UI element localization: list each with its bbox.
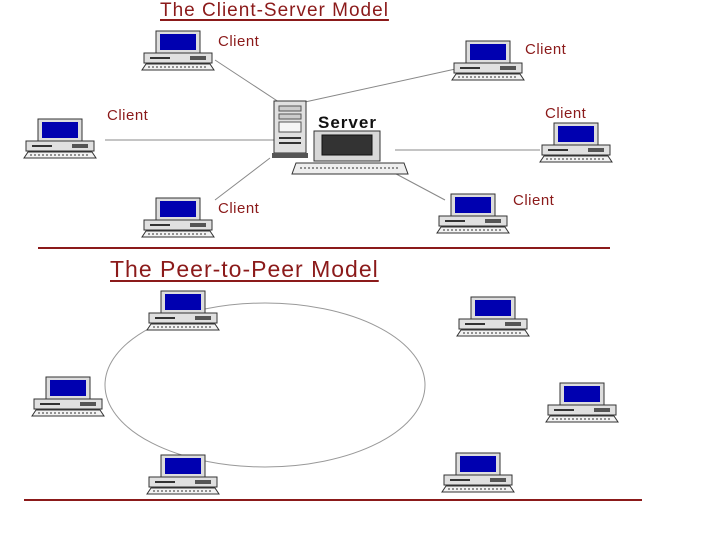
desktop-computer-icon [545, 382, 619, 423]
client-label-1: Client [218, 33, 260, 50]
desktop-computer-icon [23, 118, 97, 159]
desktop-computer-icon [31, 376, 105, 417]
desktop-computer-icon [141, 197, 215, 238]
client-server-title: The Client-Server Model [160, 0, 389, 21]
client-label-4: Client [545, 105, 587, 122]
server-monitor-icon [313, 130, 381, 162]
desktop-computer-icon [141, 30, 215, 71]
server-tower-icon [272, 100, 308, 158]
desktop-computer-icon [436, 193, 510, 234]
link-client-2 [304, 67, 461, 103]
peer-to-peer-title: The Peer-to-Peer Model [110, 256, 379, 282]
bottom-divider [24, 499, 642, 501]
client-label-5: Client [218, 200, 260, 217]
client-label-2: Client [525, 41, 567, 58]
desktop-computer-icon [451, 40, 525, 81]
desktop-computer-icon [441, 452, 515, 493]
client-label-3: Client [107, 107, 149, 124]
section-divider [38, 247, 610, 249]
desktop-computer-icon [146, 290, 220, 331]
desktop-computer-icon [146, 454, 220, 495]
link-client-5 [214, 157, 271, 201]
desktop-computer-icon [539, 122, 613, 163]
server-label: Server [318, 113, 377, 132]
desktop-computer-icon [456, 296, 530, 337]
server-keyboard-icon [291, 162, 409, 175]
link-client-1 [214, 59, 289, 109]
client-label-6: Client [513, 192, 555, 209]
